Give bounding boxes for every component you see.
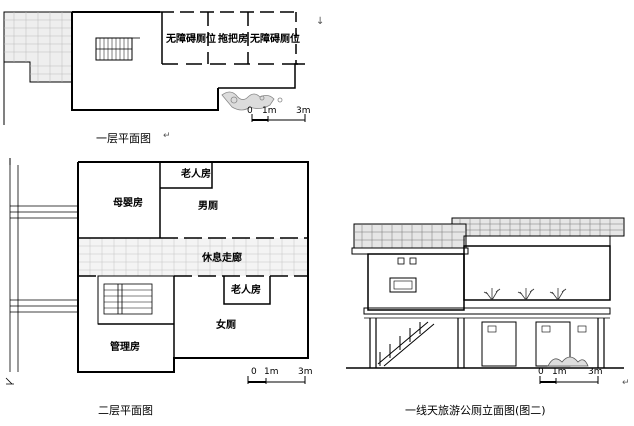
svg-text:↓: ↓ bbox=[316, 16, 324, 27]
room-label-rest-corridor: 休息走廊 bbox=[202, 253, 242, 264]
room-label-elderly-room-top: 老人房 bbox=[181, 169, 211, 180]
floor2-plan bbox=[5, 158, 309, 385]
floor1-plan: ↓ bbox=[3, 11, 324, 125]
elevation-drawing bbox=[346, 217, 625, 384]
return-mark: ↵ bbox=[622, 378, 630, 388]
return-mark: ↵ bbox=[163, 131, 171, 141]
room-label-accessible-toilet-2: 无障碍厕位 bbox=[250, 34, 300, 45]
floor1-caption: 一层平面图 bbox=[96, 132, 151, 145]
elevation-caption: 一线天旅游公厕立面图(图二) bbox=[405, 404, 546, 417]
elevation-scale-0: 0 bbox=[538, 367, 544, 377]
room-label-mother-baby-room: 母婴房 bbox=[113, 198, 143, 209]
floor2-scale-3m: 3m bbox=[298, 367, 313, 377]
room-label-accessible-toilet-1: 无障碍厕位 bbox=[166, 34, 216, 45]
floor2-scale-0: 0 bbox=[251, 367, 257, 377]
room-label-mop-room: 拖把房 bbox=[218, 34, 248, 45]
room-label-management-room: 管理房 bbox=[110, 342, 140, 353]
room-label-mens-toilet: 男厕 bbox=[198, 201, 218, 212]
floor1-scale-0: 0 bbox=[247, 106, 253, 116]
elevation-scale-3m: 3m bbox=[588, 367, 603, 377]
floor2-caption: 二层平面图 bbox=[98, 404, 153, 417]
elevation-scale-1m: 1m bbox=[552, 367, 567, 377]
room-label-womens-toilet: 女厕 bbox=[216, 320, 236, 331]
floor1-scale-3m: 3m bbox=[296, 106, 311, 116]
room-label-elderly-room-lower: 老人房 bbox=[231, 285, 261, 296]
floor1-scale-1m: 1m bbox=[262, 106, 277, 116]
floor2-scale-1m: 1m bbox=[264, 367, 279, 377]
